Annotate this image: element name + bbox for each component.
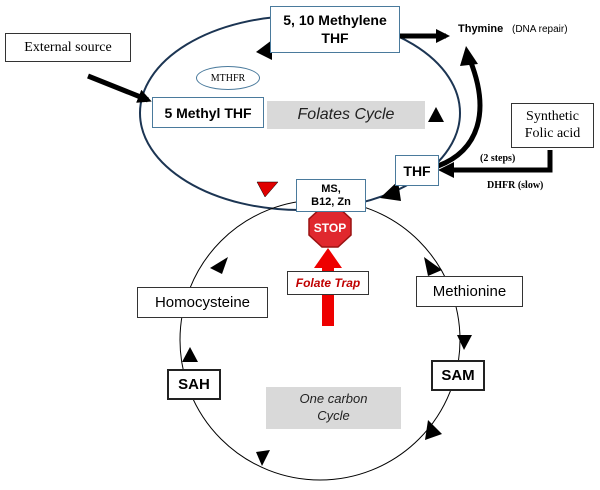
folate-trap-label: Folate Trap — [287, 271, 369, 295]
thf-node: THF — [395, 155, 439, 186]
ms-b12-zn-node: MS, B12, Zn — [296, 179, 366, 212]
cycle-arrowhead-lower-right — [425, 420, 442, 440]
thf-to-thymine-arrow — [435, 57, 483, 169]
folate-arrowhead-bottom-right — [380, 181, 401, 201]
synthetic-folic-arrowhead — [438, 162, 454, 178]
cycle-arrowhead-upper-left — [210, 257, 228, 274]
cycle-arrowhead-mid-right — [457, 335, 472, 350]
homocysteine-node: Homocysteine — [137, 287, 268, 318]
folate-trap-arrowhead — [314, 248, 342, 268]
cycle-arrowhead-left — [182, 347, 198, 362]
external-source-node: External source — [5, 33, 131, 62]
one-carbon-cycle-label: One carbon Cycle — [266, 387, 401, 429]
dna-repair-label: (DNA repair) — [512, 24, 568, 35]
methyl-thf-node: 5 Methyl THF — [152, 97, 264, 128]
sah-node: SAH — [167, 369, 221, 400]
mthfr-ellipse: MTHFR — [196, 66, 260, 90]
methionine-node: Methionine — [416, 276, 523, 307]
thf-to-thymine-arrowhead — [460, 46, 478, 66]
folates-cycle-label: Folates Cycle — [267, 101, 425, 129]
sam-node: SAM — [431, 360, 485, 391]
external-source-arrow — [87, 73, 152, 103]
folate-arrowhead-red — [256, 181, 279, 198]
synthetic-folic-acid-node: Synthetic Folic acid — [511, 103, 594, 148]
two-steps-label: (2 steps) — [480, 153, 516, 164]
folate-arrowhead-top-left — [256, 40, 272, 60]
thymine-label: Thymine — [458, 23, 504, 35]
stop-sign-text: STOP — [314, 221, 346, 235]
synthetic-folic-arrow — [452, 150, 553, 173]
dhfr-label: DHFR (slow) — [487, 180, 544, 191]
methylene-thf-node: 5, 10 Methylene THF — [270, 6, 400, 53]
cycle-arrowhead-upper-right — [424, 257, 442, 276]
cycle-arrowhead-bottom — [256, 450, 270, 466]
folate-arrowhead-right — [428, 107, 444, 122]
